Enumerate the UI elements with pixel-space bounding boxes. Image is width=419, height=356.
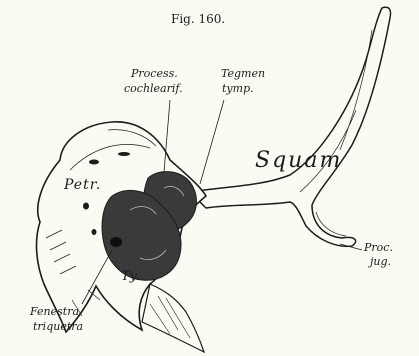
- label-triquetra: triquetra: [33, 321, 83, 332]
- label-fenestra: Fenestra: [30, 306, 79, 317]
- label-tymp: tymp.: [222, 83, 254, 94]
- figure-title: Fig. 160.: [171, 13, 225, 25]
- foramen-2: [83, 203, 89, 210]
- label-squam: Squam: [255, 150, 342, 172]
- label-ty: Ty.: [121, 270, 139, 283]
- tympanic-bone: [142, 284, 204, 352]
- foramen-4: [118, 152, 130, 156]
- label-proc: Proc.: [364, 242, 393, 253]
- label-cochlearif: cochlearif.: [124, 83, 183, 94]
- fenestra-triquetra-opening: [110, 237, 122, 247]
- squamosal-bone: [190, 7, 391, 246]
- foramen-3: [92, 229, 97, 235]
- label-petr: Petr.: [64, 178, 101, 192]
- label-jug: jug.: [370, 256, 391, 267]
- leader-tegmen: [200, 100, 224, 184]
- label-process: Process.: [131, 68, 178, 79]
- label-tegmen: Tegmen: [221, 68, 265, 79]
- foramen-1: [89, 160, 99, 165]
